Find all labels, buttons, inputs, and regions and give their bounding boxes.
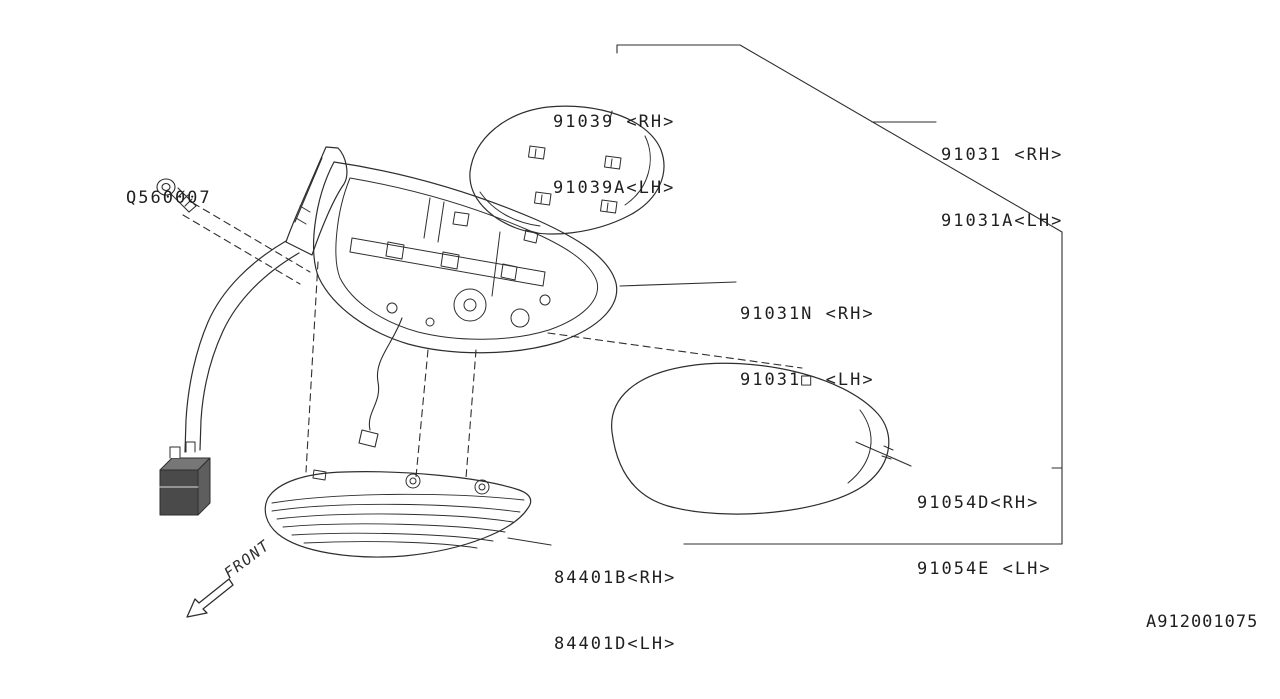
turn-signal-lamp-drawing <box>264 469 532 558</box>
body-internal-details <box>386 197 551 328</box>
label-mirror-cover: 91039 <RH> 91039A<LH> <box>553 67 675 243</box>
part-number: 91039 <RH> <box>553 112 676 132</box>
parts-diagram-canvas <box>156 44 1063 618</box>
cover-clip-icons <box>528 145 622 214</box>
part-number: 91031□ <LH> <box>740 370 875 390</box>
bracket-beam <box>349 237 546 287</box>
label-mirror-body: 91031N <RH> 91031□ <LH> <box>740 259 875 435</box>
label-mirror-assembly: 91031 <RH> 91031A<LH> <box>941 100 1063 276</box>
body-leader <box>619 281 737 287</box>
part-number: 84401B<RH> <box>554 568 677 588</box>
part-number: 91031N <RH> <box>740 304 875 324</box>
part-number: 91054E <LH> <box>917 559 1052 579</box>
mirror-wire-drawing <box>358 317 403 448</box>
lamp-rib-lines <box>271 493 525 549</box>
part-number: 91054D<RH> <box>917 493 1040 513</box>
part-number: 91031A<LH> <box>941 211 1064 231</box>
mirror-glass-drawing <box>611 362 894 515</box>
wire-harness-drawing <box>159 240 300 516</box>
lamp-leader <box>507 537 552 546</box>
part-number: 91039A<LH> <box>553 178 676 198</box>
front-arrow-icon <box>186 578 234 618</box>
glass-leader <box>855 441 912 467</box>
sail-base-drawing <box>285 146 348 256</box>
assembly-bracket-polyline <box>616 44 1063 545</box>
mirror-cover-drawing <box>469 105 665 235</box>
front-arrow-outline <box>186 578 234 618</box>
mirror-body-drawing <box>285 146 618 448</box>
lamp-screw-bosses <box>312 469 490 495</box>
label-screw: Q560007 <box>126 143 212 253</box>
diagram-id-code: A912001075 <box>1146 612 1259 632</box>
screw-drawing <box>156 178 197 213</box>
part-number: 84401D<LH> <box>554 634 677 654</box>
leader-lines <box>507 110 912 546</box>
part-number: Q560007 <box>126 188 212 208</box>
part-number: 91031 <RH> <box>941 145 1064 165</box>
label-mirror-glass: 91054D<RH> 91054E <LH> <box>917 448 1052 624</box>
assembly-bracket-lines <box>616 44 1063 545</box>
dashed-alignment-lines <box>182 202 803 479</box>
label-turn-signal-lamp: 84401B<RH> 84401D<LH> <box>554 523 676 699</box>
connector-drawing <box>159 441 211 516</box>
